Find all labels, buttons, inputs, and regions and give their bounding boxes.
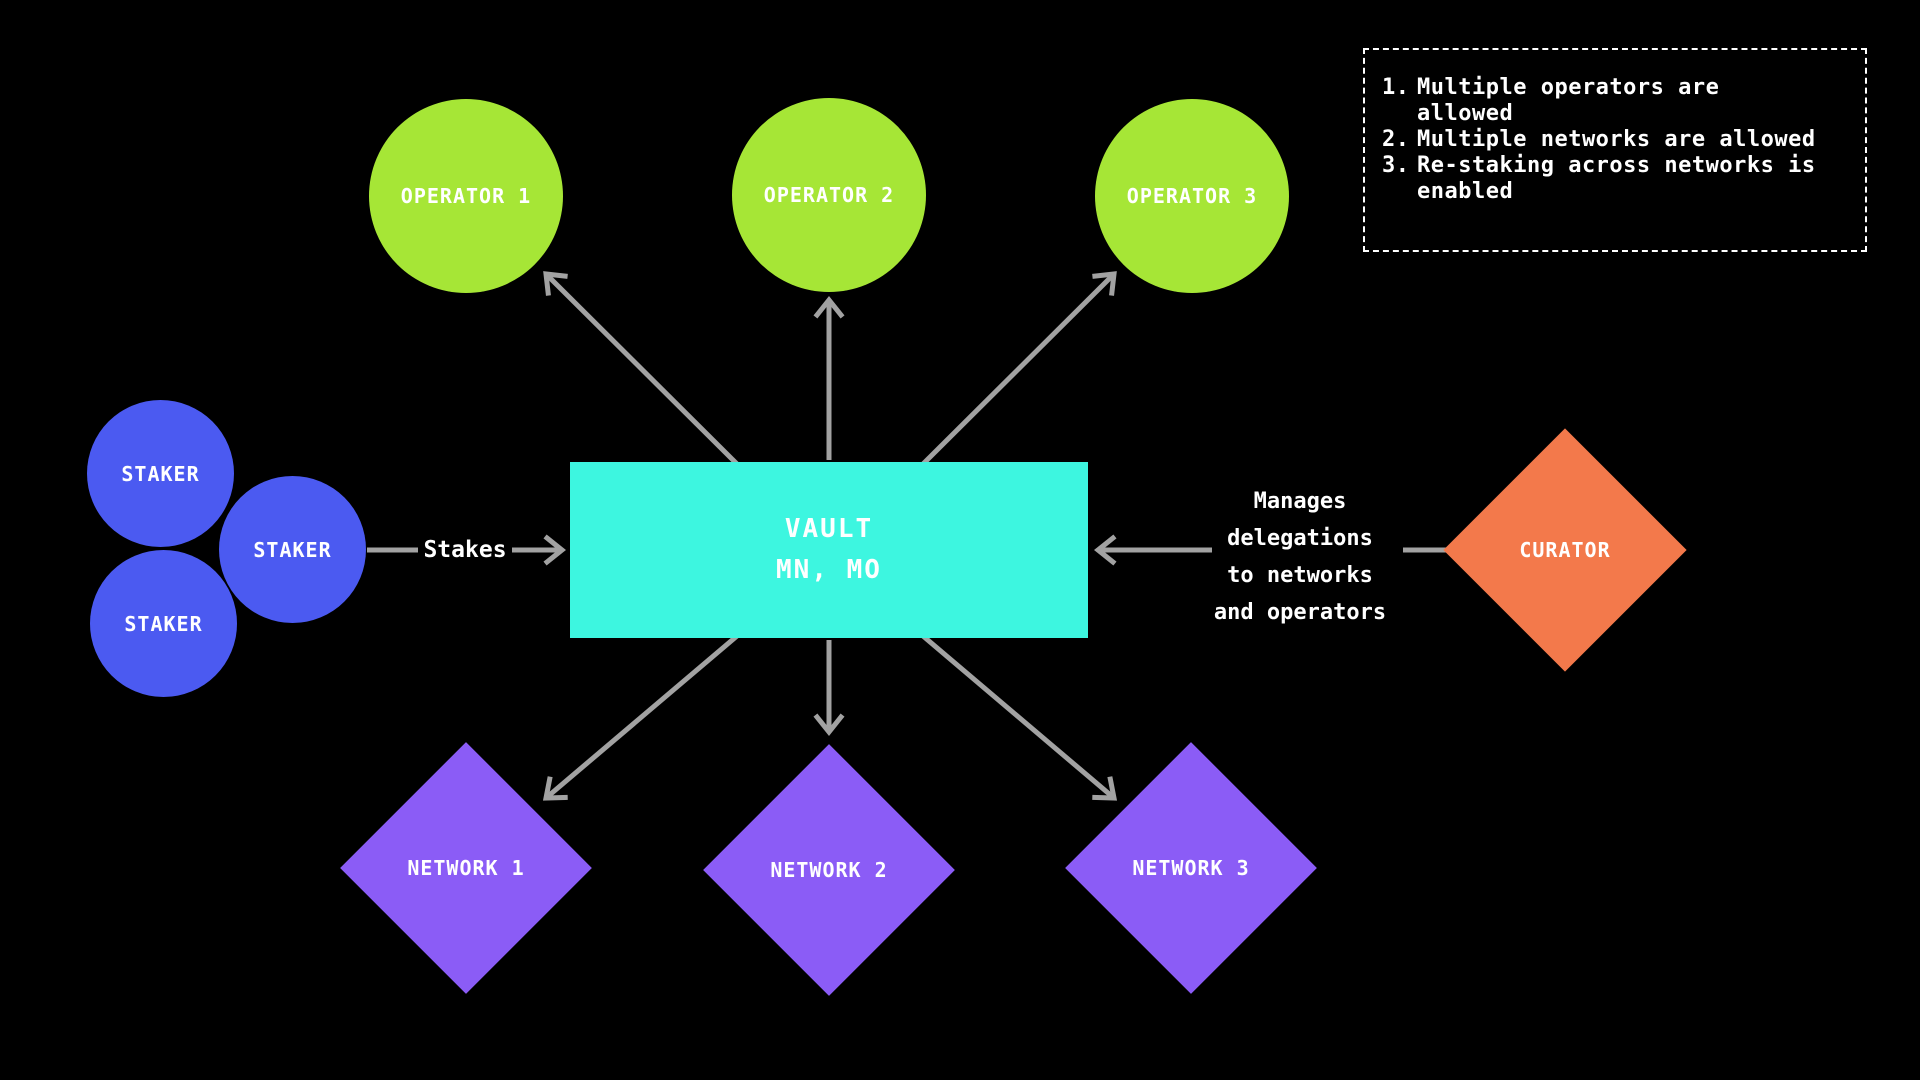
operator-1-node: OPERATOR 1 bbox=[369, 99, 563, 293]
vault-title: VAULT bbox=[784, 514, 874, 544]
arrow-vault-to-network-1 bbox=[542, 634, 739, 801]
note-item-3-number: 3. bbox=[1382, 153, 1410, 178]
vault-subtitle: MN, MO bbox=[776, 555, 882, 585]
curator-caption-line-4: and operators bbox=[1213, 600, 1387, 625]
staker-1-node: STAKER bbox=[87, 400, 234, 547]
stakes-edge-label: Stakes bbox=[423, 537, 507, 563]
curator-caption: Manages delegations to networks and oper… bbox=[1175, 483, 1425, 631]
operator-2-label: OPERATOR 2 bbox=[763, 183, 895, 207]
staker-3-label: STAKER bbox=[124, 611, 203, 636]
arrow-vault-to-operator-3 bbox=[921, 271, 1117, 466]
staker-2-node: STAKER bbox=[219, 476, 366, 623]
arrow-vault-to-network-3 bbox=[921, 634, 1118, 801]
vault-node: VAULT MN, MO bbox=[570, 462, 1088, 638]
staker-1-label: STAKER bbox=[121, 461, 200, 486]
note-item-1: 1. Multiple operators are allowed bbox=[1382, 75, 1855, 127]
staker-3-node: STAKER bbox=[90, 550, 237, 697]
network-1-label: NETWORK 1 bbox=[407, 856, 525, 880]
operator-3-node: OPERATOR 3 bbox=[1095, 99, 1289, 293]
note-item-3: 3. Re-staking across networks is enabled bbox=[1382, 153, 1855, 205]
curator-caption-line-2: delegations bbox=[1227, 526, 1373, 551]
curator-label: CURATOR bbox=[1519, 538, 1611, 562]
note-item-1-number: 1. bbox=[1382, 75, 1410, 100]
note-item-2: 2. Multiple networks are allowed bbox=[1382, 127, 1855, 153]
network-3-label: NETWORK 3 bbox=[1132, 856, 1250, 880]
curator-caption-line-1: Manages bbox=[1253, 489, 1347, 514]
note-item-2-text: Multiple networks are allowed bbox=[1417, 127, 1816, 152]
operator-1-label: OPERATOR 1 bbox=[400, 184, 532, 208]
note-item-2-number: 2. bbox=[1382, 127, 1410, 152]
note-box: 1. Multiple operators are allowed 2. Mul… bbox=[1363, 48, 1867, 252]
note-item-1-text: Multiple operators are allowed bbox=[1417, 75, 1720, 126]
curator-caption-line-3: to networks bbox=[1227, 563, 1373, 588]
staker-2-label: STAKER bbox=[253, 537, 332, 562]
note-item-3-text: Re-staking across networks is enabled bbox=[1417, 153, 1816, 204]
operator-2-node: OPERATOR 2 bbox=[732, 98, 926, 292]
arrow-vault-to-operator-1 bbox=[543, 271, 739, 466]
network-2-label: NETWORK 2 bbox=[770, 858, 888, 882]
operator-3-label: OPERATOR 3 bbox=[1126, 184, 1258, 208]
